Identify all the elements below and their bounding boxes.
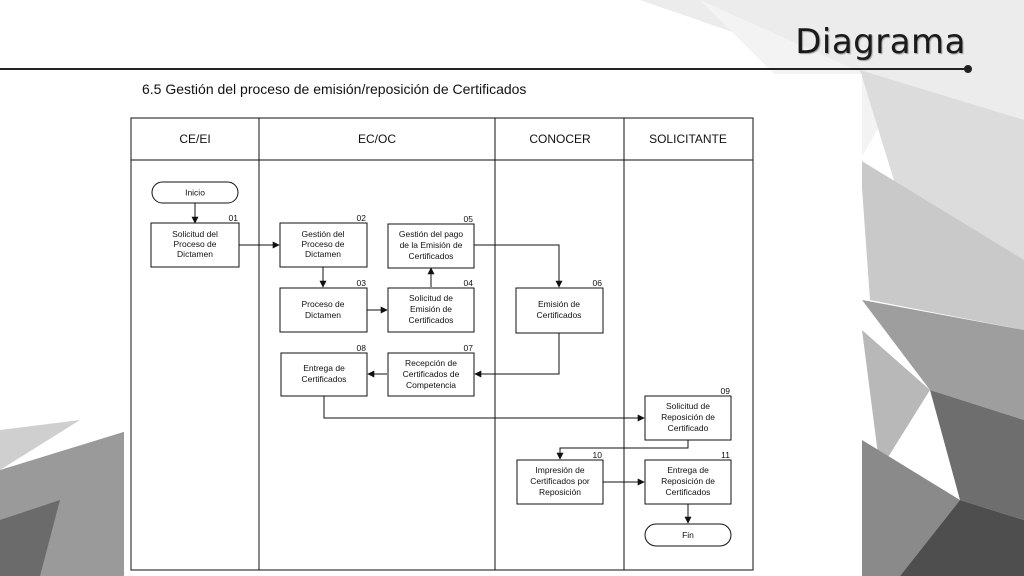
process-step-02: 02 Gestión del Proceso de Dictamen xyxy=(279,213,368,268)
step-number: 07 xyxy=(464,343,474,353)
step-label: Reposición xyxy=(539,487,581,497)
step-label: Proceso de xyxy=(302,299,345,309)
flow-connectors xyxy=(191,203,692,524)
step-number: 05 xyxy=(464,214,474,224)
step-label: Recepción de xyxy=(405,358,457,368)
process-step-05: 05 Gestión del pago de la Emisión de Cer… xyxy=(387,214,475,269)
step-number: 11 xyxy=(721,450,730,460)
slide-title: Diagrama xyxy=(795,22,966,62)
step-label: Certificados xyxy=(409,315,454,325)
step-label: Proceso de xyxy=(302,239,345,249)
step-label: Certificados xyxy=(537,310,582,320)
terminator-fin: Fin xyxy=(644,523,732,547)
step-number: 08 xyxy=(357,343,367,353)
flow-08-09 xyxy=(323,396,645,422)
step-number: 06 xyxy=(593,278,603,288)
flow-09-10 xyxy=(556,440,689,460)
step-label: Reposición de xyxy=(661,476,715,486)
step-number: 09 xyxy=(721,386,731,396)
lane-header-solicitante: SOLICITANTE xyxy=(649,132,727,146)
document-page xyxy=(124,74,862,572)
step-label: Entrega de xyxy=(667,465,709,475)
title-underline xyxy=(0,68,968,70)
step-number: 10 xyxy=(593,450,603,460)
step-label: Dictamen xyxy=(305,310,341,320)
terminator-label: Fin xyxy=(682,530,694,540)
step-label: Impresión de xyxy=(535,465,584,475)
lane-header-ec: EC/OC xyxy=(358,132,396,146)
flow-05-06 xyxy=(474,244,563,288)
step-label: Certificado xyxy=(668,423,709,433)
title-underline-dot xyxy=(964,65,972,73)
step-label: Competencia xyxy=(406,380,456,390)
step-label: Solicitud del xyxy=(172,229,218,239)
process-step-04: 04 Solicitud de Emisión de Certificados xyxy=(387,278,475,333)
step-label: Reposición de xyxy=(661,412,715,422)
step-label: Gestión del pago xyxy=(399,229,464,239)
step-label: Emisión de xyxy=(410,304,452,314)
terminator-inicio: Inicio xyxy=(151,181,239,204)
step-number: 01 xyxy=(229,213,239,223)
section-heading: 6.5 Gestión del proceso de emisión/repos… xyxy=(142,81,527,97)
step-label: Entrega de xyxy=(303,363,345,373)
step-label: Proceso de xyxy=(174,239,217,249)
process-step-01: 01 Solicitud del Proceso de Dictamen xyxy=(150,213,240,268)
terminator-label: Inicio xyxy=(185,188,205,198)
process-step-07: 07 Recepción de Certificados de Competen… xyxy=(387,343,475,397)
step-label: Certificados de xyxy=(403,369,460,379)
process-step-10: 10 Impresión de Certificados por Reposic… xyxy=(516,450,604,505)
flow-06-07 xyxy=(474,333,560,378)
step-label: Certificados por xyxy=(530,476,590,486)
lane-header-conocer: CONOCER xyxy=(529,132,591,146)
step-label: de la Emisión de xyxy=(400,240,463,250)
step-label: Solicitud de xyxy=(409,293,453,303)
step-label: Dictamen xyxy=(305,249,341,259)
process-step-06: 06 Emisión de Certificados xyxy=(515,278,604,334)
swimlane-frame xyxy=(130,117,754,571)
step-label: Solicitud de xyxy=(666,401,710,411)
step-label: Gestión del xyxy=(302,229,345,239)
step-label: Certificados xyxy=(666,487,711,497)
step-label: Emisión de xyxy=(538,299,580,309)
process-step-09: 09 Solicitud de Reposición de Certificad… xyxy=(644,386,732,441)
process-step-11: 11 Entrega de Reposición de Certificados xyxy=(644,450,732,505)
lane-header-ce: CE/EI xyxy=(179,132,210,146)
step-number: 04 xyxy=(464,278,474,288)
step-number: 02 xyxy=(357,213,367,223)
step-label: Dictamen xyxy=(177,249,213,259)
process-step-08: 08 Entrega de Certificados xyxy=(280,343,368,397)
step-label: Certificados xyxy=(409,251,454,261)
step-number: 03 xyxy=(357,278,367,288)
process-step-03: 03 Proceso de Dictamen xyxy=(279,278,368,333)
step-label: Certificados xyxy=(302,374,347,384)
